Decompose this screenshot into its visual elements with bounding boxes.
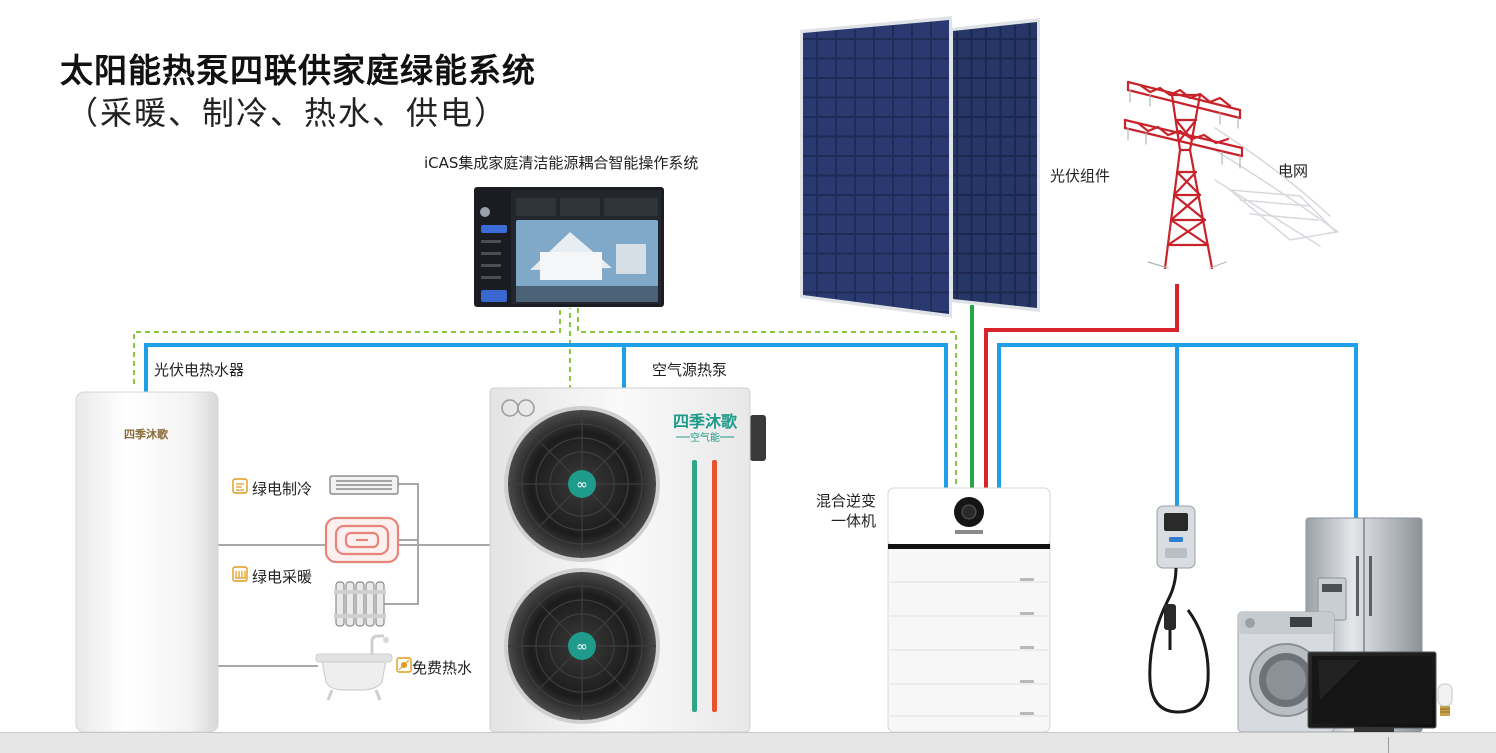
radiator xyxy=(334,581,386,627)
grid-label: 电网 xyxy=(1278,162,1309,180)
transmission-tower xyxy=(1123,80,1339,270)
pump-green-stripe xyxy=(692,460,697,712)
infinity-icon: ∞ xyxy=(576,639,588,655)
fan-coil-unit xyxy=(329,475,399,495)
snowflake-icon xyxy=(232,478,248,494)
page-subtitle: （采暖、制冷、热水、供电） xyxy=(66,94,509,132)
solar-panel-array xyxy=(800,16,1040,318)
control-line-water-heater xyxy=(133,308,561,384)
tank-brand-logo: 四季沐歌 xyxy=(124,427,169,441)
footer-bar xyxy=(0,732,1496,753)
bathtub xyxy=(315,634,393,701)
pipe-to-fan-coil xyxy=(396,483,419,545)
fan-top: ∞ xyxy=(504,406,660,562)
infinity-icon: ∞ xyxy=(576,477,588,493)
cooling-label: 绿电制冷 xyxy=(252,480,313,498)
pv-module-label: 光伏组件 xyxy=(1050,167,1111,185)
air-source-heat-pump: ∞ ∞ 四季沐歌 空气能 xyxy=(489,387,766,733)
pump-brand-sub: 空气能 xyxy=(690,431,720,444)
pump-brand-logo: 四季沐歌 xyxy=(673,412,738,431)
pump-red-stripe xyxy=(712,460,717,712)
pipe-to-radiator xyxy=(384,545,419,605)
fan-bottom: ∞ xyxy=(504,568,660,724)
water-heater-label: 光伏电热水器 xyxy=(154,361,245,379)
control-line-inverter xyxy=(577,308,957,488)
grid-line xyxy=(984,284,1179,488)
floor-heating-coil xyxy=(324,516,400,564)
ev-charger xyxy=(1148,505,1210,714)
inverter-label-line1: 混合逆变 xyxy=(815,492,876,510)
pv-water-heater-tank: 四季沐歌 xyxy=(75,391,219,733)
power-line-water-heater xyxy=(144,343,948,488)
television xyxy=(1307,651,1437,732)
icas-label: iCAS集成家庭清洁能源耦合智能操作系统 xyxy=(424,154,699,172)
footer-divider xyxy=(1388,737,1389,753)
hot-water-label: 免费热水 xyxy=(412,659,473,677)
inverter-label-line2: 一体机 xyxy=(830,512,876,530)
icas-control-screen xyxy=(474,187,664,307)
page-title: 太阳能热泵四联供家庭绿能系统 xyxy=(60,51,536,90)
washing-machine xyxy=(1237,611,1335,733)
light-bulb xyxy=(1437,683,1453,716)
connection-lines xyxy=(133,284,1358,667)
sun-icon xyxy=(396,657,412,673)
heat-pump-label: 空气源热泵 xyxy=(652,361,728,379)
heating-label: 绿电采暖 xyxy=(252,568,313,586)
radiator-icon xyxy=(232,566,248,582)
hybrid-inverter xyxy=(887,487,1051,733)
